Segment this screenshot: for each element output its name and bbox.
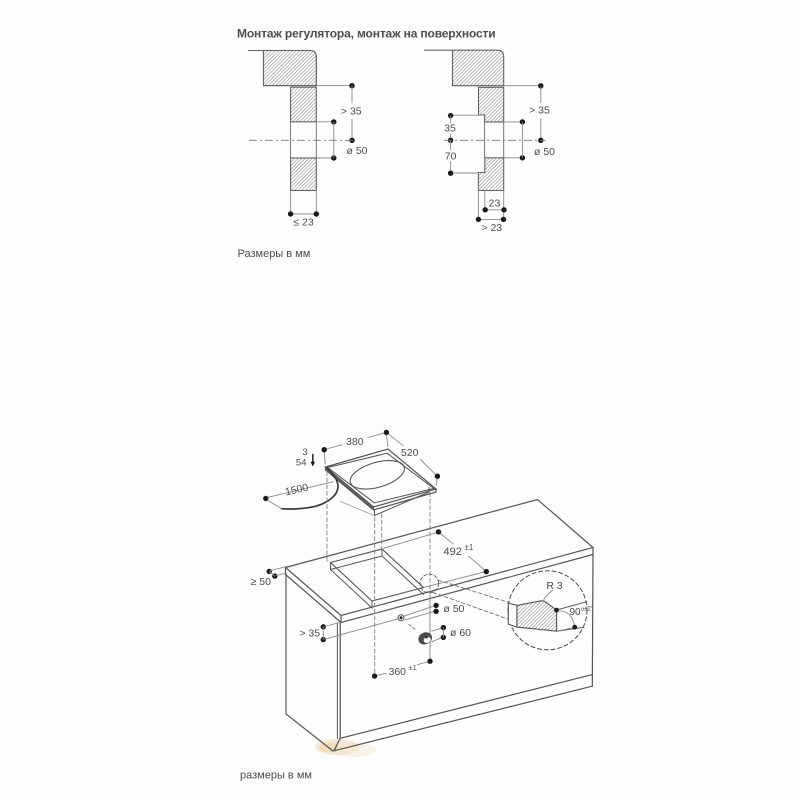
svg-text:ø 50: ø 50: [443, 603, 464, 615]
svg-text:Монтаж регулятора, монтаж на п: Монтаж регулятора, монтаж на поверхности: [237, 27, 495, 41]
svg-text:±1: ±1: [409, 663, 417, 672]
svg-text:492: 492: [444, 546, 462, 558]
svg-text:35: 35: [444, 123, 456, 135]
svg-text:> 35: > 35: [299, 628, 320, 640]
svg-text:ø 60: ø 60: [450, 627, 471, 639]
svg-text:520: 520: [401, 447, 419, 459]
svg-text:3: 3: [302, 447, 307, 458]
svg-text:> 35: > 35: [529, 105, 550, 117]
svg-text:> 23: > 23: [481, 222, 502, 234]
svg-text:±1: ±1: [465, 543, 474, 552]
svg-text:R 3: R 3: [546, 580, 563, 592]
svg-text:≥ 50: ≥ 50: [251, 576, 272, 588]
svg-text:размеры в мм: размеры в мм: [240, 770, 312, 782]
svg-text:70: 70: [445, 150, 457, 162]
svg-text:90°: 90°: [570, 607, 585, 618]
svg-text:ø 50: ø 50: [534, 146, 555, 158]
svg-text:23: 23: [489, 197, 501, 209]
svg-text:380: 380: [346, 436, 364, 448]
svg-text:ø 50: ø 50: [346, 145, 367, 157]
svg-text:54: 54: [296, 458, 307, 469]
svg-text:> 35: > 35: [341, 106, 362, 118]
svg-text:1500: 1500: [284, 481, 310, 498]
svg-text:≤ 23: ≤ 23: [293, 217, 314, 229]
svg-text:Размеры в мм: Размеры в мм: [238, 248, 311, 260]
svg-text:±2°: ±2°: [584, 606, 594, 613]
svg-text:360: 360: [389, 666, 407, 678]
